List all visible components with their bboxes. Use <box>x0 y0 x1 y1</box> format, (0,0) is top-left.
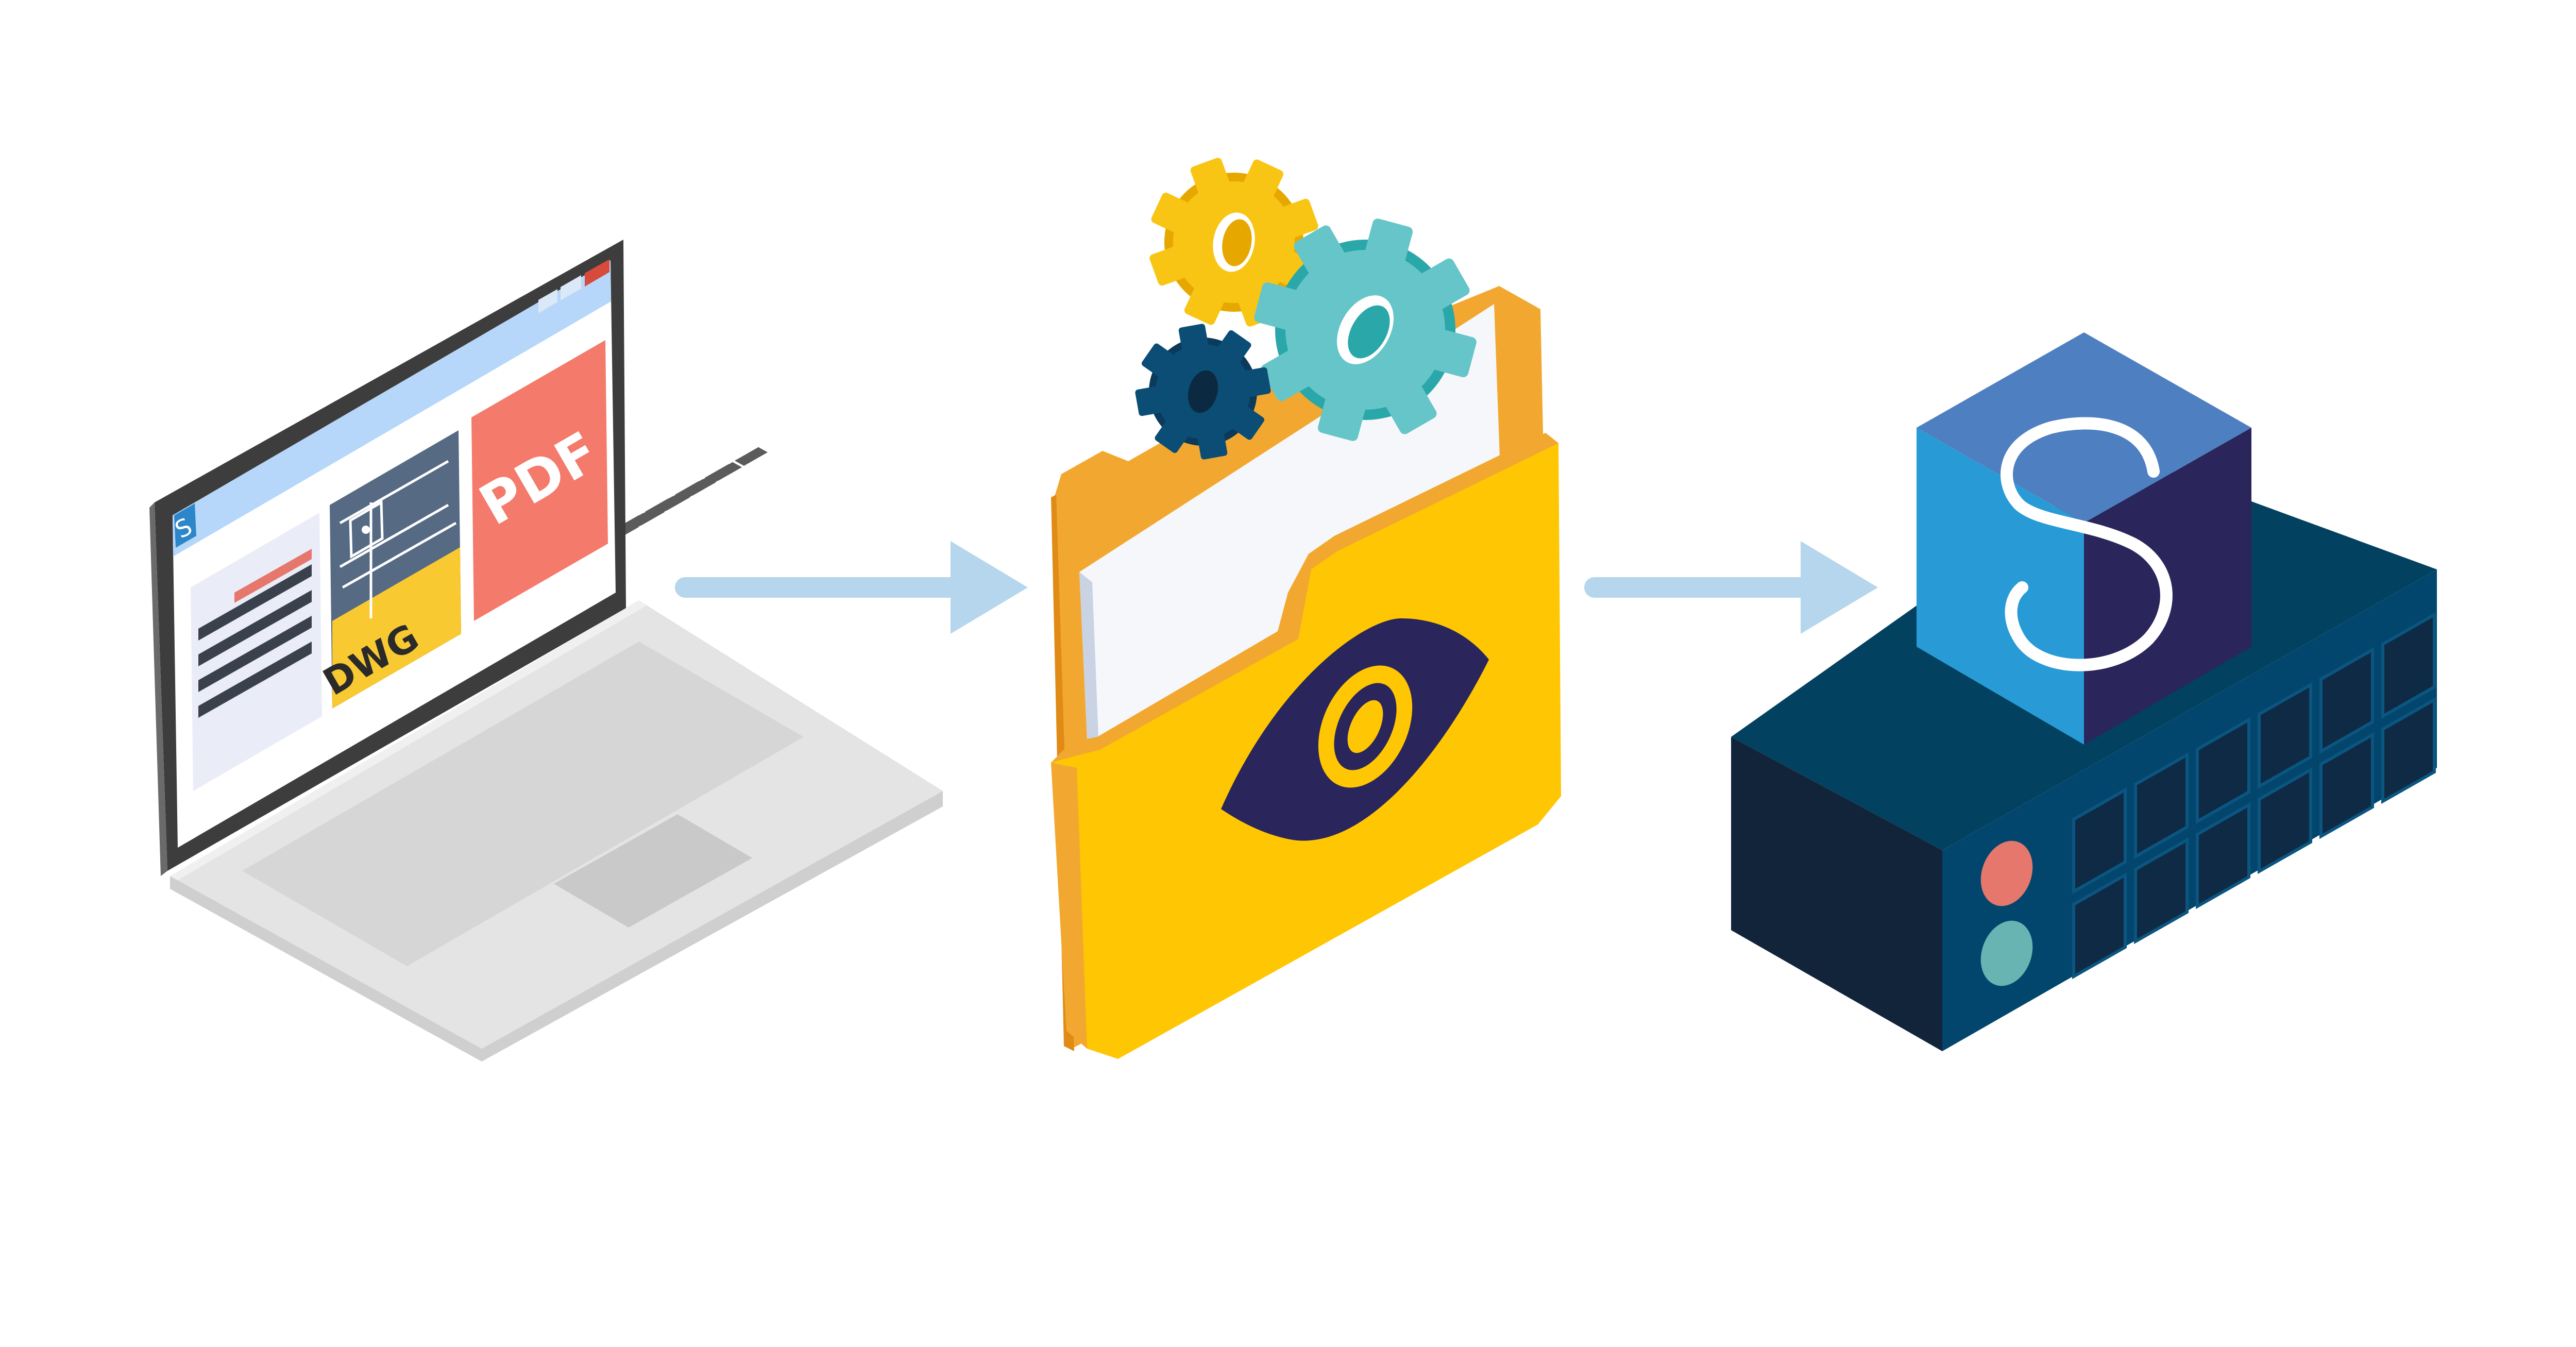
folder-illustration <box>1051 158 1561 1059</box>
gear-navy-icon <box>1135 324 1271 460</box>
gear-yellow-icon <box>1149 158 1318 327</box>
eye-icon <box>1221 618 1489 841</box>
document-heading-line <box>234 549 312 603</box>
document-text-lines <box>198 564 312 718</box>
keyboard-key <box>675 481 708 500</box>
server-vent <box>2319 732 2374 839</box>
server-vent <box>2196 802 2250 910</box>
server-vent <box>2196 717 2250 824</box>
server-vent <box>2072 872 2127 980</box>
server-front <box>1942 569 2437 1051</box>
keyboard-key <box>705 464 738 483</box>
app-badge-icon: S <box>171 503 197 548</box>
window-title-bar <box>173 260 611 557</box>
cube-left <box>1917 428 2084 745</box>
server-vent <box>2072 787 2127 895</box>
s-logo-letter: S <box>2082 552 2086 558</box>
server-vent <box>2258 767 2312 874</box>
server-side <box>1731 737 1942 1051</box>
s-logo-cube: S <box>1917 332 2251 745</box>
status-led-red <box>1980 840 2033 906</box>
pdf-file-tile: PDF <box>469 340 609 621</box>
server-vent-grid <box>2072 612 2436 980</box>
server-vent <box>2134 752 2189 860</box>
server-vent <box>2134 837 2189 945</box>
server-vent <box>2381 697 2436 804</box>
arrow-laptop-to-folder <box>675 541 1028 634</box>
keyboard-key <box>645 498 678 517</box>
window-min-icon <box>538 289 557 313</box>
trackpad <box>554 814 752 928</box>
gear-teal-icon <box>1254 218 1477 441</box>
arrow-folder-to-server <box>1584 541 1878 634</box>
status-led-teal <box>1980 920 2033 986</box>
server-vent <box>2319 647 2374 754</box>
dwg-file-tile: DWG <box>316 430 461 709</box>
keyboard <box>242 642 804 966</box>
server-vent <box>2381 612 2436 719</box>
server-vent <box>2258 682 2312 789</box>
laptop-illustration: S DWG PDF <box>149 240 943 1062</box>
server-illustration: S <box>1731 332 2437 1051</box>
keyboard-key <box>735 447 768 466</box>
window-close-icon <box>585 259 609 287</box>
s-logo-icon <box>2001 417 2173 671</box>
window-max-icon <box>561 275 581 300</box>
